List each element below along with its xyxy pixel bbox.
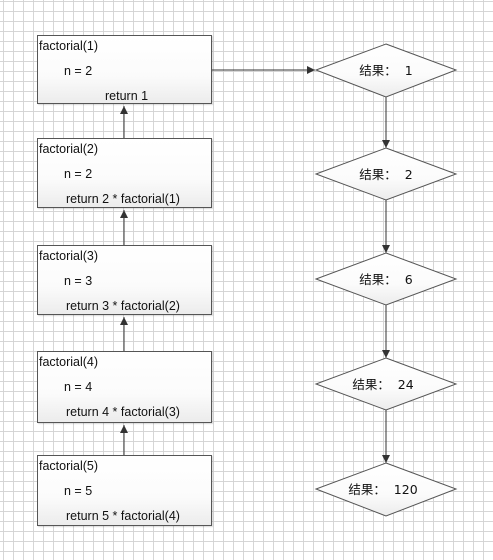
result-diamond-4: 结果： 24	[314, 357, 458, 411]
frame-title: factorial(5)	[39, 459, 99, 473]
frame-title: factorial(4)	[39, 355, 99, 369]
result-diamond-2: 结果： 2	[314, 147, 458, 201]
frame-factorial-3: factorial(3) n = 3 return 3 * factorial(…	[37, 245, 212, 315]
frame-title: factorial(2)	[39, 142, 99, 156]
result-diamond-3: 结果： 6	[314, 252, 458, 306]
frame-return: return 4 * factorial(3)	[66, 405, 180, 419]
frame-return: return 5 * factorial(4)	[66, 509, 180, 523]
result-label: 结果： 2	[359, 167, 412, 182]
frame-n-value: n = 2	[64, 167, 93, 181]
result-label: 结果： 120	[348, 482, 417, 497]
frame-factorial-4: factorial(4) n = 4 return 4 * factorial(…	[37, 351, 212, 423]
frame-factorial-2: factorial(2) n = 2 return 2 * factorial(…	[37, 138, 212, 208]
frame-factorial-1: factorial(1) n = 2 return 1	[37, 35, 212, 104]
result-label: 结果： 24	[352, 377, 413, 392]
result-label: 结果： 1	[359, 63, 412, 78]
result-diamond-1: 结果： 1	[314, 43, 458, 98]
frame-n-value: n = 4	[64, 380, 93, 394]
frame-factorial-5: factorial(5) n = 5 return 5 * factorial(…	[37, 455, 212, 526]
frame-return: return 1	[105, 89, 149, 103]
frame-title: factorial(1)	[39, 39, 99, 53]
frame-n-value: n = 3	[64, 274, 93, 288]
frame-title: factorial(3)	[39, 249, 99, 263]
result-label: 结果： 6	[359, 272, 412, 287]
result-diamond-5: 结果： 120	[314, 462, 458, 517]
frame-n-value: n = 5	[64, 484, 93, 498]
frame-return: return 2 * factorial(1)	[66, 192, 180, 206]
frame-n-value: n = 2	[64, 64, 93, 78]
frame-return: return 3 * factorial(2)	[66, 299, 180, 313]
